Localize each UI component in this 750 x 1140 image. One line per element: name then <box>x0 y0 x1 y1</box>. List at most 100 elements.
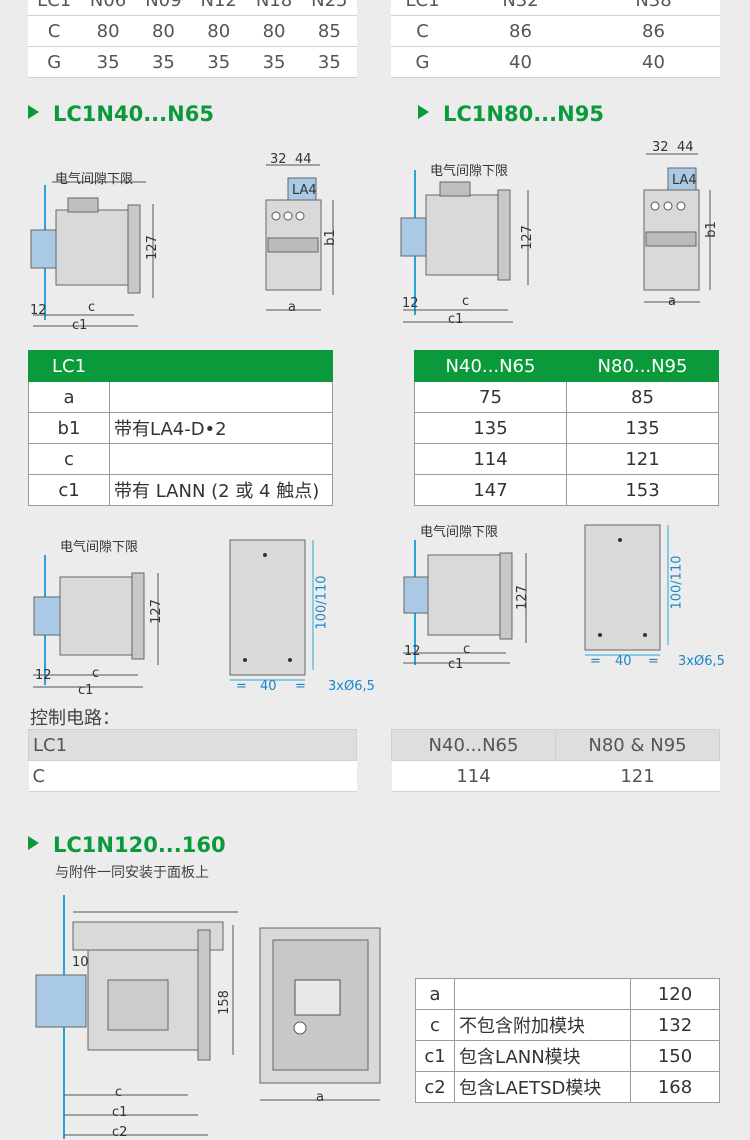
la4-label: LA4 <box>292 183 317 198</box>
table-cell: 114 <box>414 443 567 475</box>
table-cell: C <box>28 760 357 792</box>
table-cell: 80 <box>135 15 192 47</box>
dim-b1: b1 <box>322 229 338 246</box>
table-cell: 121 <box>566 443 719 475</box>
table-row: 135 135 <box>414 412 719 444</box>
table-cell: 35 <box>135 46 192 78</box>
dim-158: 158 <box>216 990 232 1015</box>
dim-100-110: 100/110 <box>314 575 330 630</box>
dim-c: c <box>92 666 100 681</box>
side-view-drawing-n80-b <box>403 540 527 665</box>
table-cell: C <box>391 15 454 47</box>
control-circuit-table-left: LC1 C <box>28 729 357 792</box>
header-cell: LC1 <box>28 0 81 16</box>
header-cell: LC1 <box>391 0 454 16</box>
table-row: 75 85 <box>414 381 719 413</box>
dimension-table-right: N40...N65 N80...N95 75 85 135 135 114 12… <box>414 350 719 506</box>
table-cell: 135 <box>414 412 567 444</box>
table-cell: 包含LANN模块 <box>454 1040 631 1072</box>
section-heading-n120: LC1N120...160 <box>28 833 226 857</box>
dim-127: 127 <box>148 599 164 624</box>
control-circuit-table-right: N40...N65 N80 & N95 114 121 <box>391 729 720 792</box>
table-cell: b1 <box>28 412 110 444</box>
top-right-table: LC1 N32 N38 C 86 86 G 40 40 <box>391 0 720 78</box>
mounting-plate-drawing-n40 <box>229 539 314 681</box>
table-cell: C <box>28 15 81 47</box>
dim-127: 127 <box>514 585 530 610</box>
table-cell: 35 <box>301 46 357 78</box>
header-cell: N25 <box>301 0 357 16</box>
table-cell: 带有 LANN (2 或 4 触点) <box>109 474 333 506</box>
dim-c1: c1 <box>72 318 88 333</box>
dim-holes: 3xØ6,5 <box>328 679 375 694</box>
dim-b1: b1 <box>703 221 719 238</box>
header-cell: N09 <box>135 0 192 16</box>
table-cell: c1 <box>28 474 110 506</box>
dim-c2: c2 <box>112 1125 128 1140</box>
table-cell: 不包含附加模块 <box>454 1009 631 1041</box>
table-row: a 120 <box>415 978 720 1010</box>
triangle-bullet-icon <box>28 836 39 850</box>
dim-40: 40 <box>615 654 632 669</box>
front-view-drawing-n120 <box>259 927 381 1101</box>
clearance-label: 电气间隙下限 <box>60 540 139 555</box>
dim-44: 44 <box>295 152 312 167</box>
table-cell: 35 <box>80 46 136 78</box>
dim-32: 32 <box>270 152 287 167</box>
table-cell: 153 <box>566 474 719 506</box>
n120-dimension-table: a 120 c 不包含附加模块 132 c1 包含LANN模块 150 c2 包… <box>415 978 720 1103</box>
header-cell: LC1 <box>28 729 357 761</box>
table-row: c 不包含附加模块 132 <box>415 1009 720 1041</box>
header-cell: N40...N65 <box>391 729 556 761</box>
table-cell: 80 <box>246 15 302 47</box>
table-cell: G <box>391 46 454 78</box>
table-cell: 85 <box>301 15 357 47</box>
triangle-bullet-icon <box>28 105 39 119</box>
dim-eq: = <box>648 654 659 669</box>
header-cell: N38 <box>587 0 720 16</box>
side-view-drawing-n120 <box>35 895 238 1139</box>
table-row: 114 121 <box>414 443 719 475</box>
control-circuit-title: 控制电路： <box>30 708 120 729</box>
dim-eq: = <box>590 654 601 669</box>
dimension-table-left: LC1 a b1 带有LA4-D•2 c c1 带有 LANN (2 或 4 触… <box>28 350 333 506</box>
table-row: c1 带有 LANN (2 或 4 触点) <box>28 474 333 506</box>
header-cell: LC1 <box>28 350 110 382</box>
clearance-label: 电气间隙下限 <box>55 172 134 187</box>
side-view-drawing-n40 <box>30 181 154 327</box>
section-heading-n40: LC1N40...N65 <box>28 102 214 126</box>
dim-holes: 3xØ6,5 <box>678 654 725 669</box>
dim-c: c <box>463 642 471 657</box>
dim-12: 12 <box>402 296 419 311</box>
triangle-bullet-icon <box>418 105 429 119</box>
table-cell: c <box>415 1009 455 1041</box>
dim-100-110: 100/110 <box>669 555 685 610</box>
table-cell: 86 <box>454 15 587 47</box>
header-cell: N40...N65 <box>414 350 567 382</box>
section-subtitle: 与附件一同安装于面板上 <box>55 865 209 881</box>
dim-a: a <box>316 1090 324 1105</box>
dim-32: 32 <box>652 140 669 155</box>
table-cell: a <box>415 978 455 1010</box>
table-cell: a <box>28 381 110 413</box>
dim-127: 127 <box>144 235 160 260</box>
table-cell: 40 <box>454 46 587 78</box>
header-cell: N80...N95 <box>566 350 719 382</box>
dim-a: a <box>668 294 676 309</box>
table-cell: 35 <box>191 46 247 78</box>
dim-10: 10 <box>72 955 89 970</box>
table-row: 147 153 <box>414 474 719 506</box>
table-cell: 168 <box>630 1071 720 1103</box>
dim-127: 127 <box>519 225 535 250</box>
table-cell: 120 <box>630 978 720 1010</box>
table-row: c2 包含LAETSD模块 168 <box>415 1071 720 1103</box>
dim-c1: c1 <box>78 683 94 698</box>
table-cell: 包含LAETSD模块 <box>454 1071 631 1103</box>
table-cell: c2 <box>415 1071 455 1103</box>
top-left-table: LC1 N06 N09 N12 N18 N25 C 80 80 80 80 85… <box>28 0 357 78</box>
table-cell: 132 <box>630 1009 720 1041</box>
dim-12: 12 <box>35 668 52 683</box>
clearance-label: 电气间隙下限 <box>430 164 509 179</box>
table-cell <box>454 978 631 1010</box>
table-row: b1 带有LA4-D•2 <box>28 412 333 444</box>
